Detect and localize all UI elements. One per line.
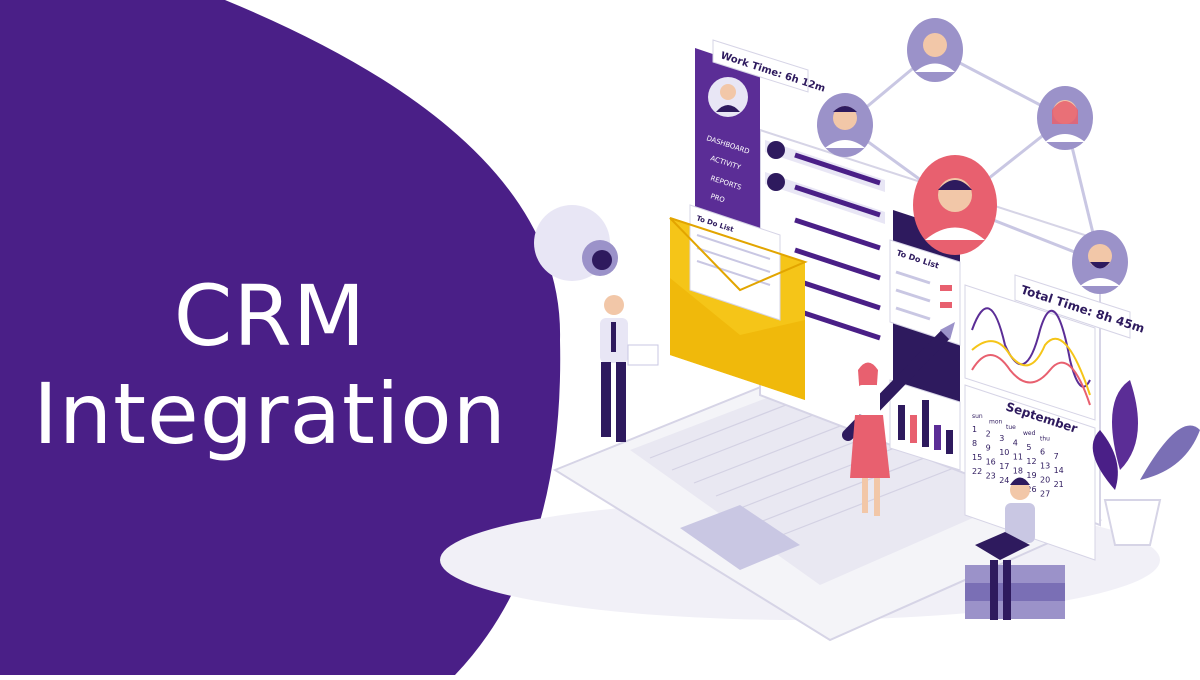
headline-line-1: CRM (173, 267, 367, 365)
calendar-day: 8 (972, 439, 977, 448)
crm-sidebar: DASHBOARD ACTIVITY REPORTS PRO (695, 48, 760, 232)
chart-line-yellow (971, 337, 1091, 396)
calendar-weekday: thu (1040, 435, 1050, 442)
potted-plant (1092, 380, 1200, 546)
calendar-weekday: wed (1023, 430, 1036, 437)
todo-panel: To Do List (889, 239, 961, 346)
person-woman-with-laptop (965, 477, 1065, 620)
calendar-day: 6 (1040, 447, 1045, 456)
calendar-day: 20 (1040, 475, 1050, 484)
line-chart-panel (964, 284, 1096, 421)
calendar-day: 4 (1013, 438, 1018, 447)
bar-chart-panel (889, 379, 961, 471)
person-woman-red-skirt (850, 362, 890, 516)
calendar-day: 13 (1040, 461, 1050, 470)
person-old-man-standing (600, 295, 659, 442)
calendar-day: 3 (999, 434, 1004, 443)
calendar-day: 17 (999, 462, 1009, 471)
calendar-day: 27 (1040, 489, 1050, 498)
calendar-weekday: sun (972, 413, 983, 420)
laptop-trackpad (680, 505, 800, 570)
laptop-keyboard-area (630, 370, 1025, 585)
purple-circle-background (0, 0, 561, 675)
calendar-day: 18 (1013, 466, 1023, 475)
avatar-woman-glasses (817, 93, 873, 157)
avatar-network-nodes (817, 18, 1128, 294)
calendar-day: 16 (986, 457, 996, 466)
webcam-sphere (534, 205, 618, 281)
calendar-weekday: mon (989, 419, 1003, 426)
contact-row-icon (767, 141, 785, 159)
calendar-day: 14 (1054, 466, 1064, 475)
avatar-main-man (913, 155, 997, 255)
calendar-day: 23 (986, 471, 996, 480)
calendar-day: 5 (1026, 443, 1031, 452)
calendar-day: 10 (999, 448, 1009, 457)
chart-line-pink (971, 354, 1091, 406)
calendar-day: 1 (972, 425, 977, 434)
avatar-old-man (907, 18, 963, 82)
calendar-day: 22 (972, 467, 982, 476)
headline-line-2: Integration (33, 365, 507, 463)
envelope-illustration: To Do List (669, 204, 808, 400)
calendar-day: 24 (999, 476, 1009, 485)
calendar-day: 2 (986, 429, 991, 438)
avatar-redhead-woman (1037, 86, 1093, 150)
calendar-day: 21 (1054, 480, 1064, 489)
calendar-day: 7 (1054, 452, 1059, 461)
calendar-day: 12 (1026, 457, 1036, 466)
calendar-day: 9 (986, 443, 991, 452)
calendar-day: 15 (972, 453, 982, 462)
calendar-day: 11 (1013, 452, 1023, 461)
contact-rows (765, 140, 885, 341)
calendar-weekday: tue (1006, 424, 1016, 431)
calendar-day: 26 (1026, 485, 1036, 494)
calendar-day: 19 (1026, 471, 1036, 480)
avatar-bearded-man (1072, 230, 1128, 294)
contact-row-icon (767, 173, 785, 191)
